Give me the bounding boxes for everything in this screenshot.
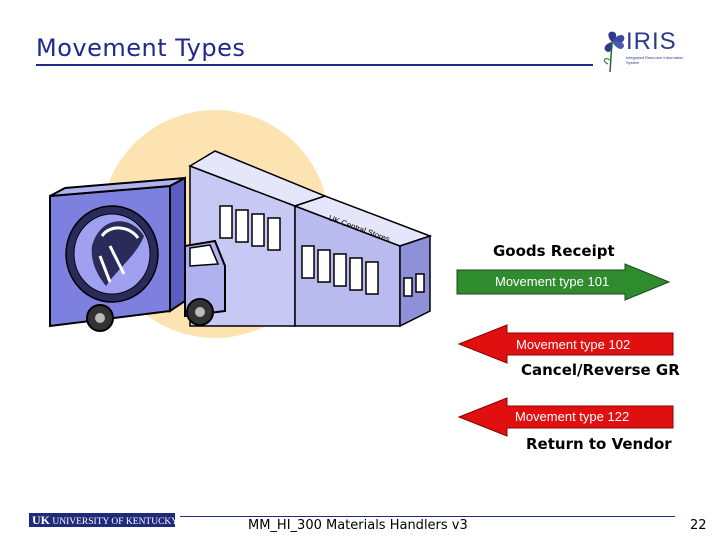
uk-logo: UK UNIVERSITY OF KENTUCKY (29, 513, 175, 527)
iris-logo-wordmark: IRIS (626, 28, 677, 56)
footer-course-title: MM_HI_300 Materials Handlers v3 (248, 518, 468, 533)
arrow-movement-102: Movement type 102 (455, 323, 677, 365)
iris-logo-tagline: Integrated Resource Information System (626, 55, 686, 65)
page-number: 22 (690, 518, 707, 533)
university-name: UNIVERSITY OF KENTUCKY (52, 517, 178, 527)
slide-title: Movement Types (36, 34, 245, 62)
title-divider (36, 64, 593, 66)
uk-logo-text: UK UNIVERSITY OF KENTUCKY (29, 513, 175, 527)
label-movement-101: Movement type 101 (495, 274, 609, 289)
label-movement-122: Movement type 122 (515, 409, 629, 424)
arrow-movement-101: Movement type 101 (455, 262, 675, 302)
caption-cancel-reverse-gr: Cancel/Reverse GR (521, 361, 680, 379)
arrow-movement-122: Movement type 122 (455, 396, 677, 438)
footer-divider (180, 516, 675, 517)
truck-warehouse-illustration: UK Central Stores (40, 96, 440, 396)
caption-goods-receipt: Goods Receipt (493, 242, 615, 260)
label-movement-102: Movement type 102 (516, 337, 630, 352)
caption-return-to-vendor: Return to Vendor (526, 435, 672, 453)
